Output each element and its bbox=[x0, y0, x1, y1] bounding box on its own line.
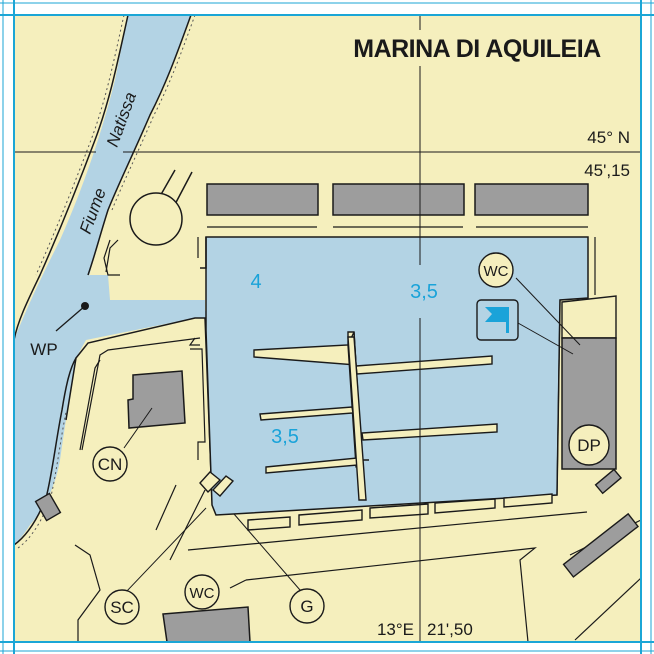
building-cn bbox=[127, 370, 186, 429]
longitude-minutes: 21',50 bbox=[427, 620, 473, 639]
symbol-g: G bbox=[289, 588, 325, 624]
svg-text:WC: WC bbox=[190, 585, 215, 602]
symbol-dp: DP bbox=[568, 424, 610, 466]
svg-text:CN: CN bbox=[98, 455, 123, 474]
depth-label: 3,5 bbox=[410, 281, 438, 303]
building-top-3 bbox=[474, 183, 589, 216]
flag-icon bbox=[476, 299, 519, 341]
building-wc-bottom bbox=[162, 606, 251, 643]
symbol-wp: WP bbox=[30, 340, 57, 359]
symbol-sc: SC bbox=[104, 589, 140, 625]
harbour-basin bbox=[205, 236, 589, 516]
latitude-degrees: 45° N bbox=[587, 128, 630, 147]
svg-text:WC: WC bbox=[484, 263, 509, 280]
svg-text:G: G bbox=[300, 597, 313, 616]
symbol-wc-bottom: WC bbox=[184, 574, 220, 610]
symbol-wc-top: WC bbox=[478, 252, 514, 288]
building-top-2 bbox=[332, 183, 465, 216]
longitude-degrees: 13°E bbox=[377, 620, 414, 639]
svg-text:SC: SC bbox=[110, 598, 134, 617]
river-natissa bbox=[14, 15, 214, 540]
roundabout bbox=[129, 192, 183, 246]
depth-label: 3,5 bbox=[271, 426, 299, 448]
building-top-1 bbox=[206, 183, 319, 216]
pontoons bbox=[253, 331, 498, 501]
symbol-cn: CN bbox=[92, 446, 128, 482]
latitude-minutes: 45',15 bbox=[584, 161, 630, 180]
depth-label: 4 bbox=[250, 271, 261, 293]
map-title: MARINA DI AQUILEIA bbox=[353, 35, 601, 63]
svg-text:DP: DP bbox=[577, 436, 601, 455]
